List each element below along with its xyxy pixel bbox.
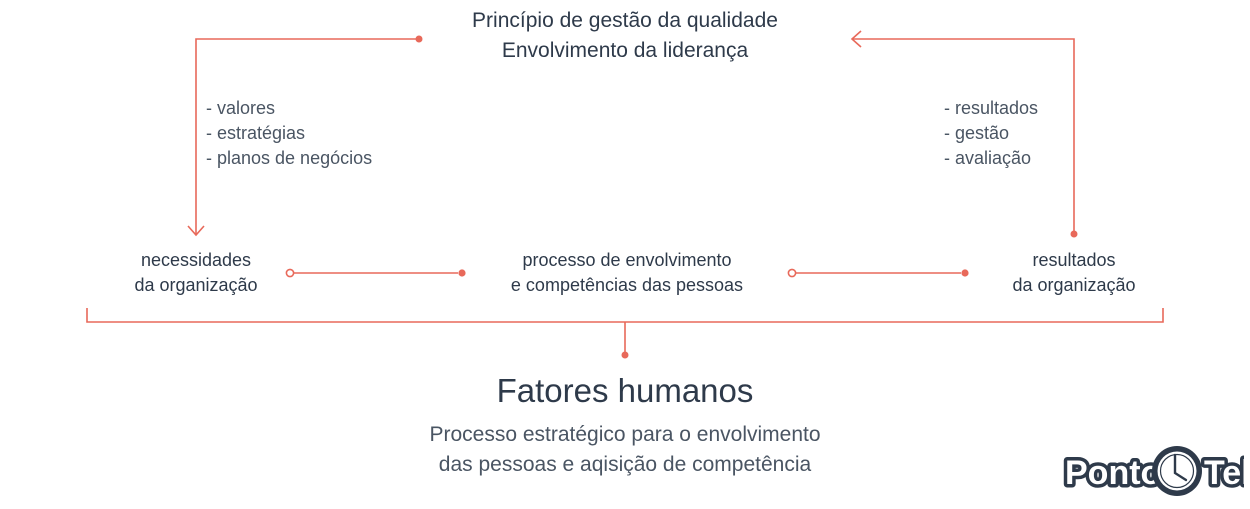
node-organization-results: resultados da organização xyxy=(974,248,1174,298)
principle-title: Princípio de gestão da qualidade Envolvi… xyxy=(375,6,875,66)
node-left-line2: da organização xyxy=(134,275,258,295)
right-arrow xyxy=(850,30,1075,234)
right-arrow-start-dot xyxy=(1070,230,1078,238)
bracket-end-dot xyxy=(621,351,629,359)
node-organization-needs: necessidades da organização xyxy=(96,248,296,298)
node-involvement-process: processo de envolvimento e competências … xyxy=(467,248,787,298)
subtitle-line1: Processo estratégico para o envolvimento xyxy=(429,423,821,446)
left-list-item: - planos de negócios xyxy=(206,148,373,168)
clock-icon xyxy=(1152,446,1202,496)
subtitle-line2: das pessoas e aqisição de competência xyxy=(438,453,812,476)
left-arrow-start-dot xyxy=(415,35,423,43)
principle-title-line2: Envolvimento da liderança xyxy=(501,39,749,62)
right-list-item: - avaliação xyxy=(944,148,1032,168)
node-right-line1: resultados xyxy=(1032,250,1116,270)
node-left-line1: necessidades xyxy=(140,250,252,270)
human-factors-subtitle: Processo estratégico para o envolvimento… xyxy=(325,420,925,480)
node-right-line2: da organização xyxy=(1012,275,1136,295)
left-list: - valores - estratégias - planos de negó… xyxy=(206,96,372,171)
left-list-item: - estratégias xyxy=(206,123,306,143)
principle-title-line1: Princípio de gestão da qualidade xyxy=(472,9,778,32)
logo-text-ponto: Ponto xyxy=(1065,454,1161,492)
connector-middle-right xyxy=(787,268,969,278)
node-middle-line1: processo de envolvimento xyxy=(522,250,732,270)
right-list-item: - resultados xyxy=(944,98,1039,118)
connector-left-middle xyxy=(285,268,466,278)
logo-text-tel: Tel xyxy=(1204,454,1244,492)
bracket xyxy=(86,308,1164,352)
right-list-item: - gestão xyxy=(944,123,1010,143)
pontotel-logo: Ponto Tel xyxy=(1062,446,1244,496)
right-list: - resultados - gestão - avaliação xyxy=(944,96,1038,171)
human-factors-title: Fatores humanos xyxy=(496,372,754,409)
left-arrow xyxy=(187,38,419,237)
left-list-item: - valores xyxy=(206,98,276,118)
node-middle-line2: e competências das pessoas xyxy=(510,275,744,295)
